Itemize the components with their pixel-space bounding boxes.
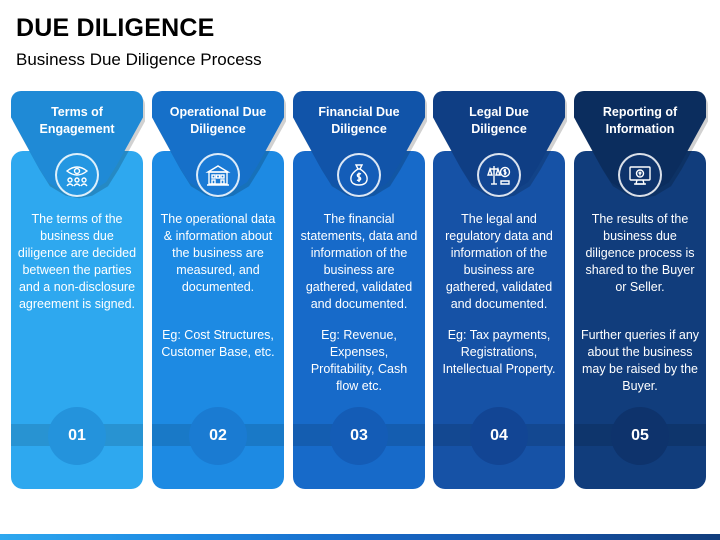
step-example: Further queries if any about the busines… <box>580 328 700 393</box>
step-description: The financial statements, data and infor… <box>300 212 418 311</box>
page-title: DUE DILIGENCE <box>16 14 215 42</box>
step-column-5: Reporting of Information The results of … <box>574 91 708 489</box>
step-example: Eg: Cost Structures, Customer Base, etc. <box>161 328 275 359</box>
step-example: Eg: Revenue, Expenses, Profitability, Ca… <box>310 328 408 393</box>
bottom-color-bar <box>0 534 720 540</box>
step-description: The terms of the business due diligence … <box>17 212 137 311</box>
step-label: Terms of Engagement <box>39 105 115 136</box>
step-number: 01 <box>48 407 106 465</box>
money-bag-icon <box>337 153 381 197</box>
step-description: The operational data & information about… <box>160 212 276 294</box>
step-label: Reporting of Information <box>602 105 678 136</box>
step-description: The legal and regulatory data and inform… <box>445 212 553 311</box>
step-number: 02 <box>189 407 247 465</box>
handshake-eye-icon <box>55 153 99 197</box>
step-number: 03 <box>330 407 388 465</box>
page-subtitle: Business Due Diligence Process <box>16 50 262 69</box>
step-label: Operational Due Diligence <box>169 105 267 136</box>
monitor-report-icon <box>618 153 662 197</box>
step-description: The results of the business due diligenc… <box>585 212 695 294</box>
step-label: Financial Due Diligence <box>318 105 400 136</box>
step-column-4: Legal Due Diligence The legal and regula… <box>433 91 567 489</box>
step-number: 04 <box>470 407 528 465</box>
building-icon <box>196 153 240 197</box>
step-example: Eg: Tax payments, Registrations, Intelle… <box>442 328 556 376</box>
step-label: Legal Due Diligence <box>469 105 529 136</box>
step-column-2: Operational Due Diligence The operationa… <box>152 91 286 489</box>
step-number: 05 <box>611 407 669 465</box>
step-column-1: Terms of Engagement The terms of the bus… <box>11 91 145 489</box>
step-column-3: Financial Due Diligence The financial st… <box>293 91 427 489</box>
legal-scale-icon <box>477 153 521 197</box>
